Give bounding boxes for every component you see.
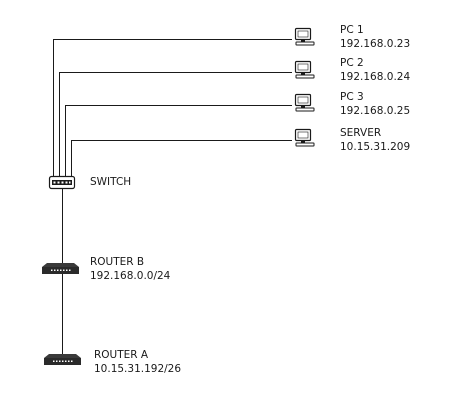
link-switch-server <box>71 140 292 176</box>
pc2-label: PC 2 192.168.0.24 <box>340 57 410 84</box>
computer-icon <box>294 27 315 46</box>
router-a-name: ROUTER A <box>94 349 149 361</box>
pc1-name: PC 1 <box>340 24 364 36</box>
router-b-name: ROUTER B <box>90 256 145 268</box>
pc3-ip: 192.168.0.25 <box>340 104 411 117</box>
router-b-subnet: 192.168.0.0/24 <box>90 269 171 282</box>
connections <box>53 39 292 354</box>
server-name: SERVER <box>340 127 382 139</box>
pc1-ip: 192.168.0.23 <box>340 37 411 50</box>
computer-icon <box>294 60 315 79</box>
pc2-ip: 192.168.0.24 <box>340 70 411 83</box>
router-b-label: ROUTER B 192.168.0.0/24 <box>90 256 170 283</box>
link-switch-pc3 <box>65 105 292 176</box>
router-icon <box>44 354 81 365</box>
server-label: SERVER 10.15.31.209 <box>340 127 410 154</box>
router-a-label: ROUTER A 10.15.31.192/26 <box>94 349 181 376</box>
pc3-label: PC 3 192.168.0.25 <box>340 91 410 118</box>
switch-label: SWITCH <box>90 176 131 190</box>
pc2-name: PC 2 <box>340 57 364 69</box>
router-icon <box>42 263 79 274</box>
link-switch-pc1 <box>53 39 292 176</box>
link-switch-pc2 <box>59 72 292 176</box>
computer-icon <box>294 93 315 112</box>
computer-icon <box>294 128 315 147</box>
pc3-name: PC 3 <box>340 91 364 103</box>
router-a-subnet: 10.15.31.192/26 <box>94 362 182 375</box>
pc1-label: PC 1 192.168.0.23 <box>340 24 410 51</box>
network-switch-icon <box>48 175 76 190</box>
switch-name: SWITCH <box>90 176 132 188</box>
server-ip: 10.15.31.209 <box>340 140 411 153</box>
